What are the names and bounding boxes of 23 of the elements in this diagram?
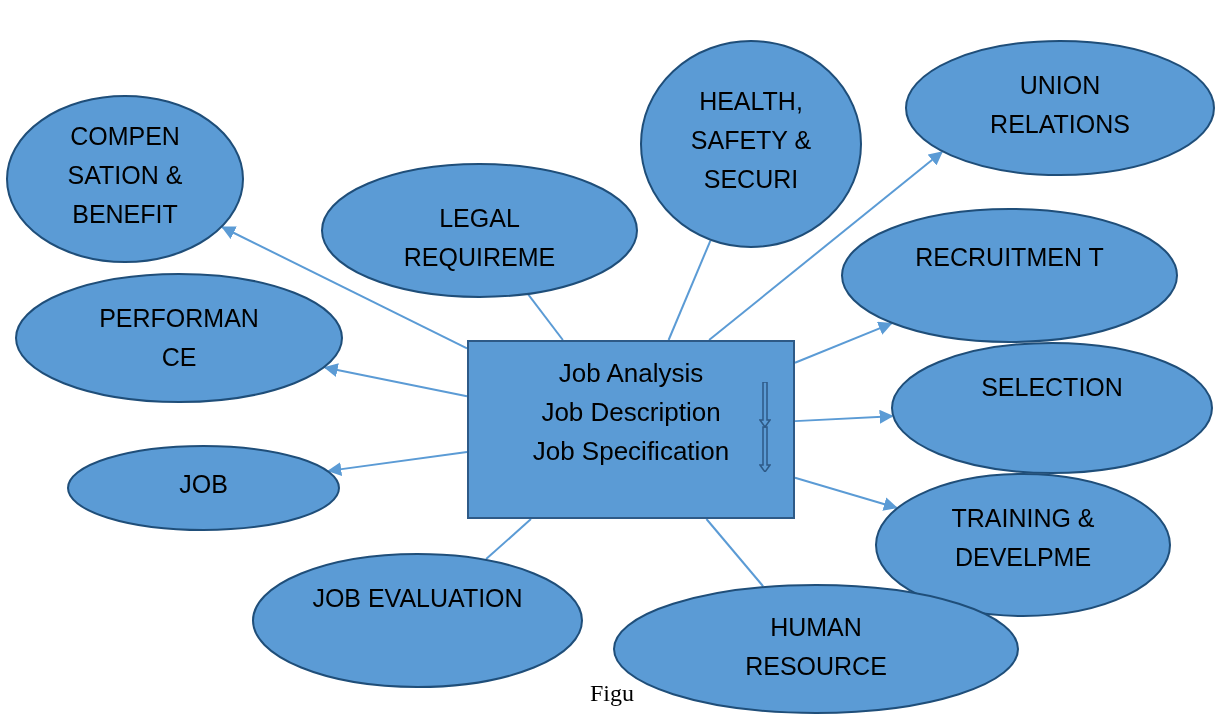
connector-arrow [323,363,468,398]
node-label: COMPEN SATION & BENEFIT [66,121,184,230]
node-label: LEGAL REQUIREME [402,203,557,273]
connector-arrow [794,409,894,424]
connector-arrow [794,321,893,364]
figure-caption: Figu [590,680,634,707]
node-label: HEALTH, SAFETY & SECURI [689,86,813,195]
node-label: PERFORMAN CE [98,303,260,373]
connector-arrow [221,226,468,350]
box-label: Job Description [541,396,721,429]
node-label: TRAINING & DEVELPME [950,503,1096,573]
box-label: Job Analysis [558,357,704,390]
node-label: JOB EVALUATION [311,583,524,614]
node-label: HUMAN RESOURCE [744,612,888,682]
node-label: RECRUITMEN T [914,242,1105,273]
box-label: Job Specification [532,435,730,468]
connector-arrow [327,450,468,477]
node-label: SELECTION [980,372,1124,403]
node-label: UNION RELATIONS [989,70,1131,140]
node-label: JOB [178,469,229,500]
connector-arrow [708,151,943,341]
process-box [467,340,795,519]
connector-arrow [794,476,898,511]
